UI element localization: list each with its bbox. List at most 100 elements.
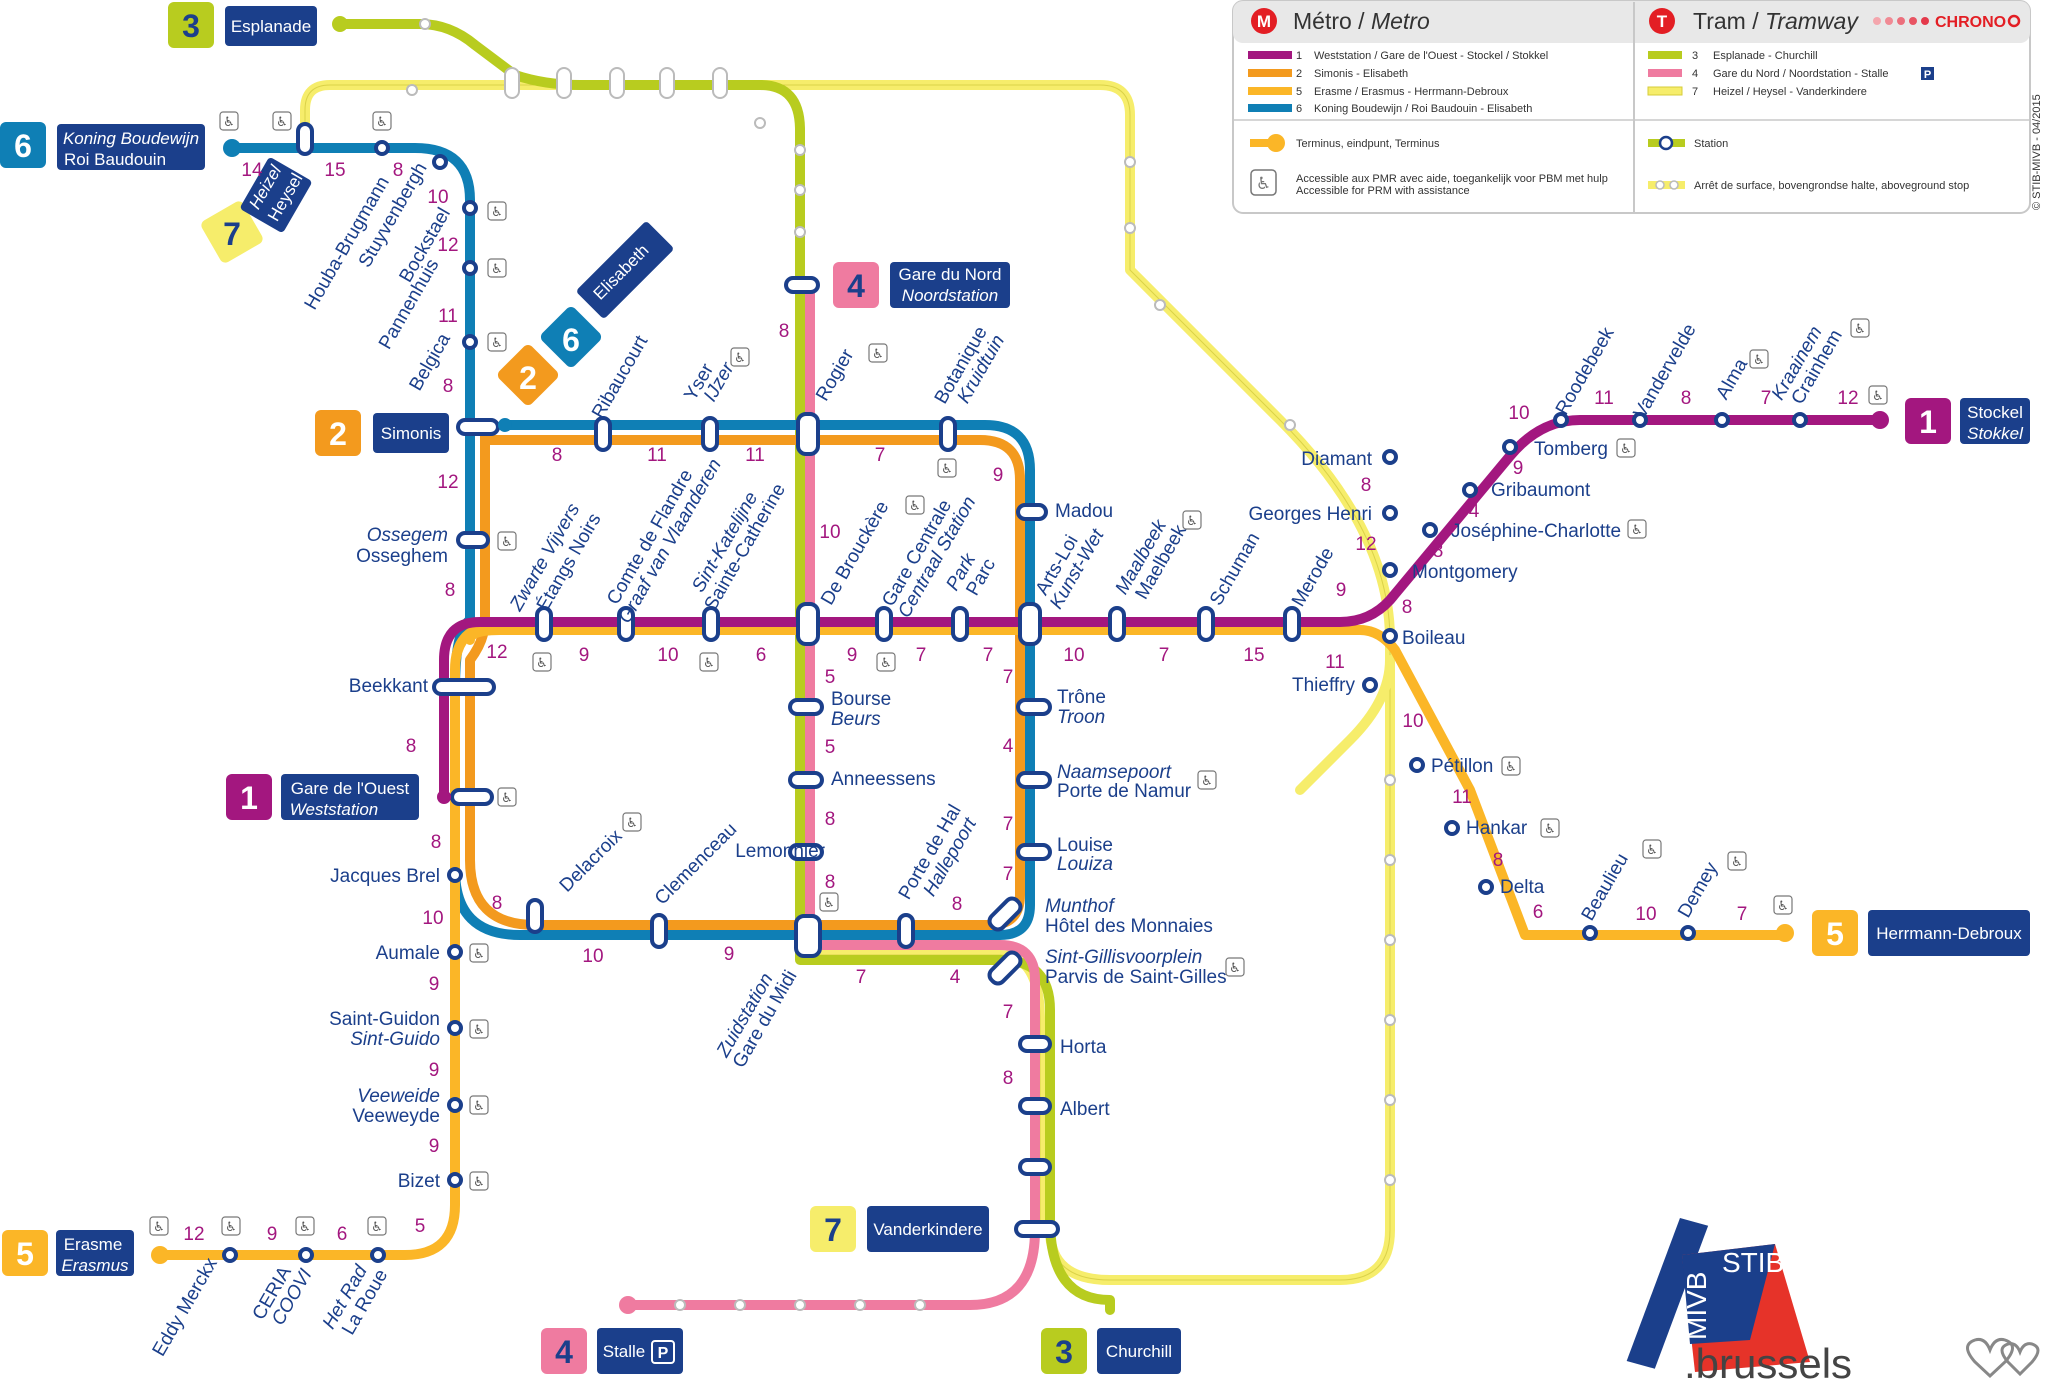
- station-parvis-de-saint-gilles: Parvis de Saint-Gilles: [1045, 967, 1227, 988]
- stockel-line-num: 1: [1919, 404, 1937, 440]
- legend-tram-title-nl: Tramway: [1765, 8, 1859, 34]
- svg-text:4: 4: [1469, 501, 1480, 522]
- svg-text:P: P: [1924, 69, 1931, 81]
- legend-m5-text: Erasme / Erasmus - Herrmann-Debroux: [1314, 86, 1509, 98]
- svg-text:♿: ♿: [909, 499, 921, 514]
- wheelchair-icon: ♿: [937, 458, 957, 478]
- svg-text:10: 10: [1063, 645, 1084, 666]
- svg-text:♿: ♿: [299, 1220, 311, 1235]
- wheelchair-icon: ♿: [1749, 349, 1769, 369]
- svg-text:9: 9: [1336, 580, 1347, 601]
- svg-text:8: 8: [443, 376, 454, 397]
- churchill-line-num: 3: [1055, 1334, 1073, 1370]
- svg-text:10: 10: [1508, 403, 1529, 424]
- legend-station: Station: [1694, 138, 1728, 150]
- svg-text:♿: ♿: [371, 1220, 383, 1235]
- svg-text:12: 12: [486, 642, 507, 663]
- station-josephine-charlotte: Joséphine-Charlotte: [1451, 521, 1621, 542]
- wheelchair-icon: ♿: [221, 1216, 241, 1236]
- roi-baudouin-line-num: 6: [14, 128, 32, 164]
- svg-text:♿: ♿: [1731, 855, 1743, 870]
- svg-text:9: 9: [429, 974, 440, 995]
- erasme-label: Erasme: [64, 1235, 123, 1254]
- svg-text:8: 8: [1003, 1068, 1014, 1089]
- wheelchair-icon: ♿: [1225, 957, 1245, 977]
- elisabeth-line-2-num: 2: [519, 360, 537, 396]
- svg-text:10: 10: [1635, 904, 1656, 925]
- svg-text:11: 11: [647, 445, 667, 466]
- wheelchair-icon: ♿: [622, 812, 642, 832]
- svg-text:♿: ♿: [626, 816, 638, 831]
- station-porte-de-namur: Porte de Namur: [1057, 781, 1192, 802]
- svg-text:8: 8: [825, 809, 836, 830]
- station-hotel-des-monnaies: Hôtel des Monnaies: [1045, 916, 1213, 937]
- svg-text:♿: ♿: [276, 115, 288, 130]
- travel-times: 14 15 8 10 12 11 8 12 8 8 11 11 7 9 8 10…: [183, 160, 1858, 1245]
- esplanade-line-num: 3: [182, 8, 200, 44]
- noordstation-label: Noordstation: [902, 286, 998, 305]
- stib-wordmark: STIB: [1722, 1247, 1784, 1278]
- svg-text:9: 9: [724, 944, 735, 965]
- svg-text:8: 8: [1361, 475, 1372, 496]
- station-veeweyde: Veeweyde: [352, 1106, 440, 1127]
- svg-text:10: 10: [1402, 711, 1423, 732]
- vanderkindere-line-num: 7: [824, 1212, 842, 1248]
- svg-text:8: 8: [445, 580, 456, 601]
- station-rogier: Rogier: [812, 345, 859, 405]
- svg-text:5: 5: [415, 1216, 426, 1237]
- station-delta: Delta: [1500, 877, 1545, 898]
- svg-text:7: 7: [1761, 388, 1772, 409]
- station-osseghem: Osseghem: [356, 546, 448, 567]
- svg-text:♿: ♿: [1186, 514, 1198, 529]
- wheelchair-icon: ♿: [730, 347, 750, 367]
- line-6-route: [227, 143, 1035, 940]
- svg-text:♿: ♿: [1872, 389, 1884, 404]
- svg-text:7: 7: [1003, 667, 1014, 688]
- svg-text:9: 9: [847, 645, 858, 666]
- stib-brand: MIVB STIB .brussels: [1626, 1218, 2040, 1387]
- svg-text:8: 8: [406, 736, 417, 757]
- svg-text:♿: ♿: [501, 791, 513, 806]
- svg-text:♿: ♿: [1201, 774, 1213, 789]
- legend-m2-num: 2: [1296, 68, 1302, 80]
- heart-icon-2: [2000, 1342, 2040, 1377]
- svg-text:Métro / Metro: Métro / Metro: [1293, 8, 1430, 34]
- station-horta: Horta: [1060, 1037, 1107, 1058]
- station-saint-guidon: Saint-Guidon: [329, 1009, 440, 1030]
- station-thieffry: Thieffry: [1292, 675, 1356, 696]
- wheelchair-icon: ♿: [372, 111, 392, 131]
- svg-text:12: 12: [1837, 388, 1858, 409]
- svg-text:5: 5: [825, 737, 836, 758]
- wheelchair-icon: ♿: [469, 1095, 489, 1115]
- legend-t7-text: Heizel / Heysel - Vanderkindere: [1713, 86, 1867, 98]
- wheelchair-icon: ♿: [1540, 818, 1560, 838]
- erasmus-label: Erasmus: [61, 1256, 129, 1275]
- lines-layer: [155, 19, 1885, 1315]
- wheelchair-icon: ♿: [532, 652, 552, 672]
- svg-text:11: 11: [1452, 787, 1472, 808]
- wheelchair-icon: ♿: [469, 943, 489, 963]
- svg-text:8: 8: [492, 893, 503, 914]
- svg-text:10: 10: [427, 187, 448, 208]
- station-louise: Louise: [1057, 835, 1113, 856]
- stockel-label: Stockel: [1967, 403, 2023, 422]
- wheelchair-icon: ♿: [272, 111, 292, 131]
- gare-ouest-label: Gare de l'Ouest: [291, 779, 410, 798]
- svg-text:12: 12: [183, 1224, 204, 1245]
- chrono-logo: CHRONO: [1873, 14, 2021, 31]
- legend-panel: M Métro / Metro T Tram / Tramway CHRONO …: [1232, 0, 2031, 214]
- svg-text:5: 5: [825, 667, 836, 688]
- erasme-line-num: 5: [16, 1236, 34, 1272]
- svg-text:11: 11: [1325, 652, 1345, 673]
- svg-text:P: P: [658, 1345, 669, 1362]
- svg-text:10: 10: [422, 908, 443, 929]
- svg-text:♿: ♿: [536, 656, 548, 671]
- wheelchair-icon: ♿: [876, 652, 896, 672]
- station-madou: Madou: [1055, 501, 1113, 522]
- svg-text:Tram / Tramway: Tram / Tramway: [1693, 8, 1859, 34]
- svg-text:♿: ♿: [941, 462, 953, 477]
- station-delacroix: Delacroix: [556, 825, 627, 896]
- wheelchair-icon: ♿: [219, 111, 239, 131]
- svg-text:♿: ♿: [1646, 843, 1658, 858]
- station-troon: Troon: [1057, 707, 1105, 728]
